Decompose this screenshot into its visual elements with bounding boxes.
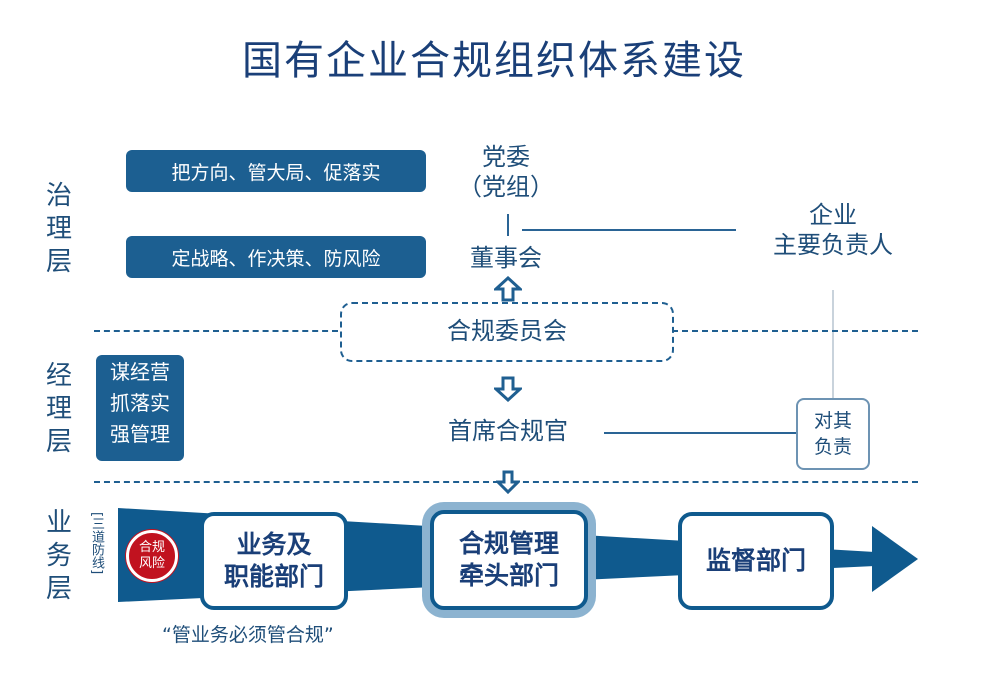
- board-node: 董事会: [470, 244, 542, 272]
- enterprise-leader-node: 企业 主要负责人: [744, 200, 922, 260]
- leader-vertical-line: [832, 290, 834, 398]
- supervision-dept-box: 监督部门: [678, 512, 834, 610]
- business-compliance-quote: “管业务必须管合规”: [162, 624, 334, 646]
- management-duties-box: 谋经营 抓落实 强管理: [96, 355, 184, 461]
- dept-1-line2: 职能部门: [223, 562, 324, 591]
- duty-item: 抓落实: [110, 391, 170, 415]
- outline-arrow-up-icon: [494, 276, 522, 302]
- dept-2-line2: 牵头部门: [458, 561, 559, 590]
- duty-item: 强管理: [110, 422, 170, 446]
- business-functional-dept-box: 业务及 职能部门: [200, 512, 348, 610]
- risk-badge-line1: 合规: [138, 540, 165, 555]
- dept-2-line1: 合规管理: [458, 529, 559, 558]
- enterprise-leader-line1: 企业: [809, 201, 857, 229]
- compliance-committee-box: [340, 302, 674, 362]
- compliance-risk-badge: 合规 风险: [126, 530, 178, 582]
- responsible-line1: 对其: [813, 410, 852, 432]
- dept-1-line1: 业务及: [236, 530, 312, 559]
- party-committee-node: 党委 （党组）: [436, 142, 576, 202]
- responsible-to-box: 对其 负责: [796, 398, 870, 470]
- cco-responsible-connector: [604, 432, 798, 434]
- three-lines-text: [三道防线]: [89, 512, 104, 575]
- risk-badge-line2: 风险: [138, 556, 165, 571]
- compliance-lead-dept-box: 合规管理 牵头部门: [430, 510, 588, 610]
- dept-3-label: 监督部门: [705, 546, 806, 575]
- layer-label-business: 业务层: [45, 508, 72, 604]
- governance-pill-direction: 把方向、管大局、促落实: [126, 150, 426, 192]
- party-board-connector: [507, 214, 509, 236]
- outline-arrow-down-icon: [496, 470, 520, 494]
- governance-pill-strategy: 定战略、作决策、防风险: [126, 236, 426, 278]
- divider-governance-left: [94, 330, 338, 332]
- enterprise-leader-line2: 主要负责人: [773, 231, 893, 259]
- layer-label-management: 经理层: [45, 361, 72, 457]
- party-group-label: （党组）: [458, 173, 554, 201]
- divider-governance-right: [672, 330, 918, 332]
- duty-item: 谋经营: [110, 360, 170, 384]
- board-leader-connector: [522, 229, 736, 231]
- page-title: 国有企业合规组织体系建设: [242, 38, 746, 84]
- party-committee-label: 党委: [482, 143, 530, 171]
- responsible-line2: 负责: [813, 436, 852, 458]
- three-lines-defense-label: [三道防线]: [89, 512, 104, 578]
- compliance-committee-label: 合规委员会: [447, 317, 567, 345]
- chief-compliance-officer-node: 首席合规官: [448, 417, 568, 445]
- layer-label-governance: 治理层: [45, 181, 72, 277]
- outline-arrow-down-icon: [494, 376, 522, 402]
